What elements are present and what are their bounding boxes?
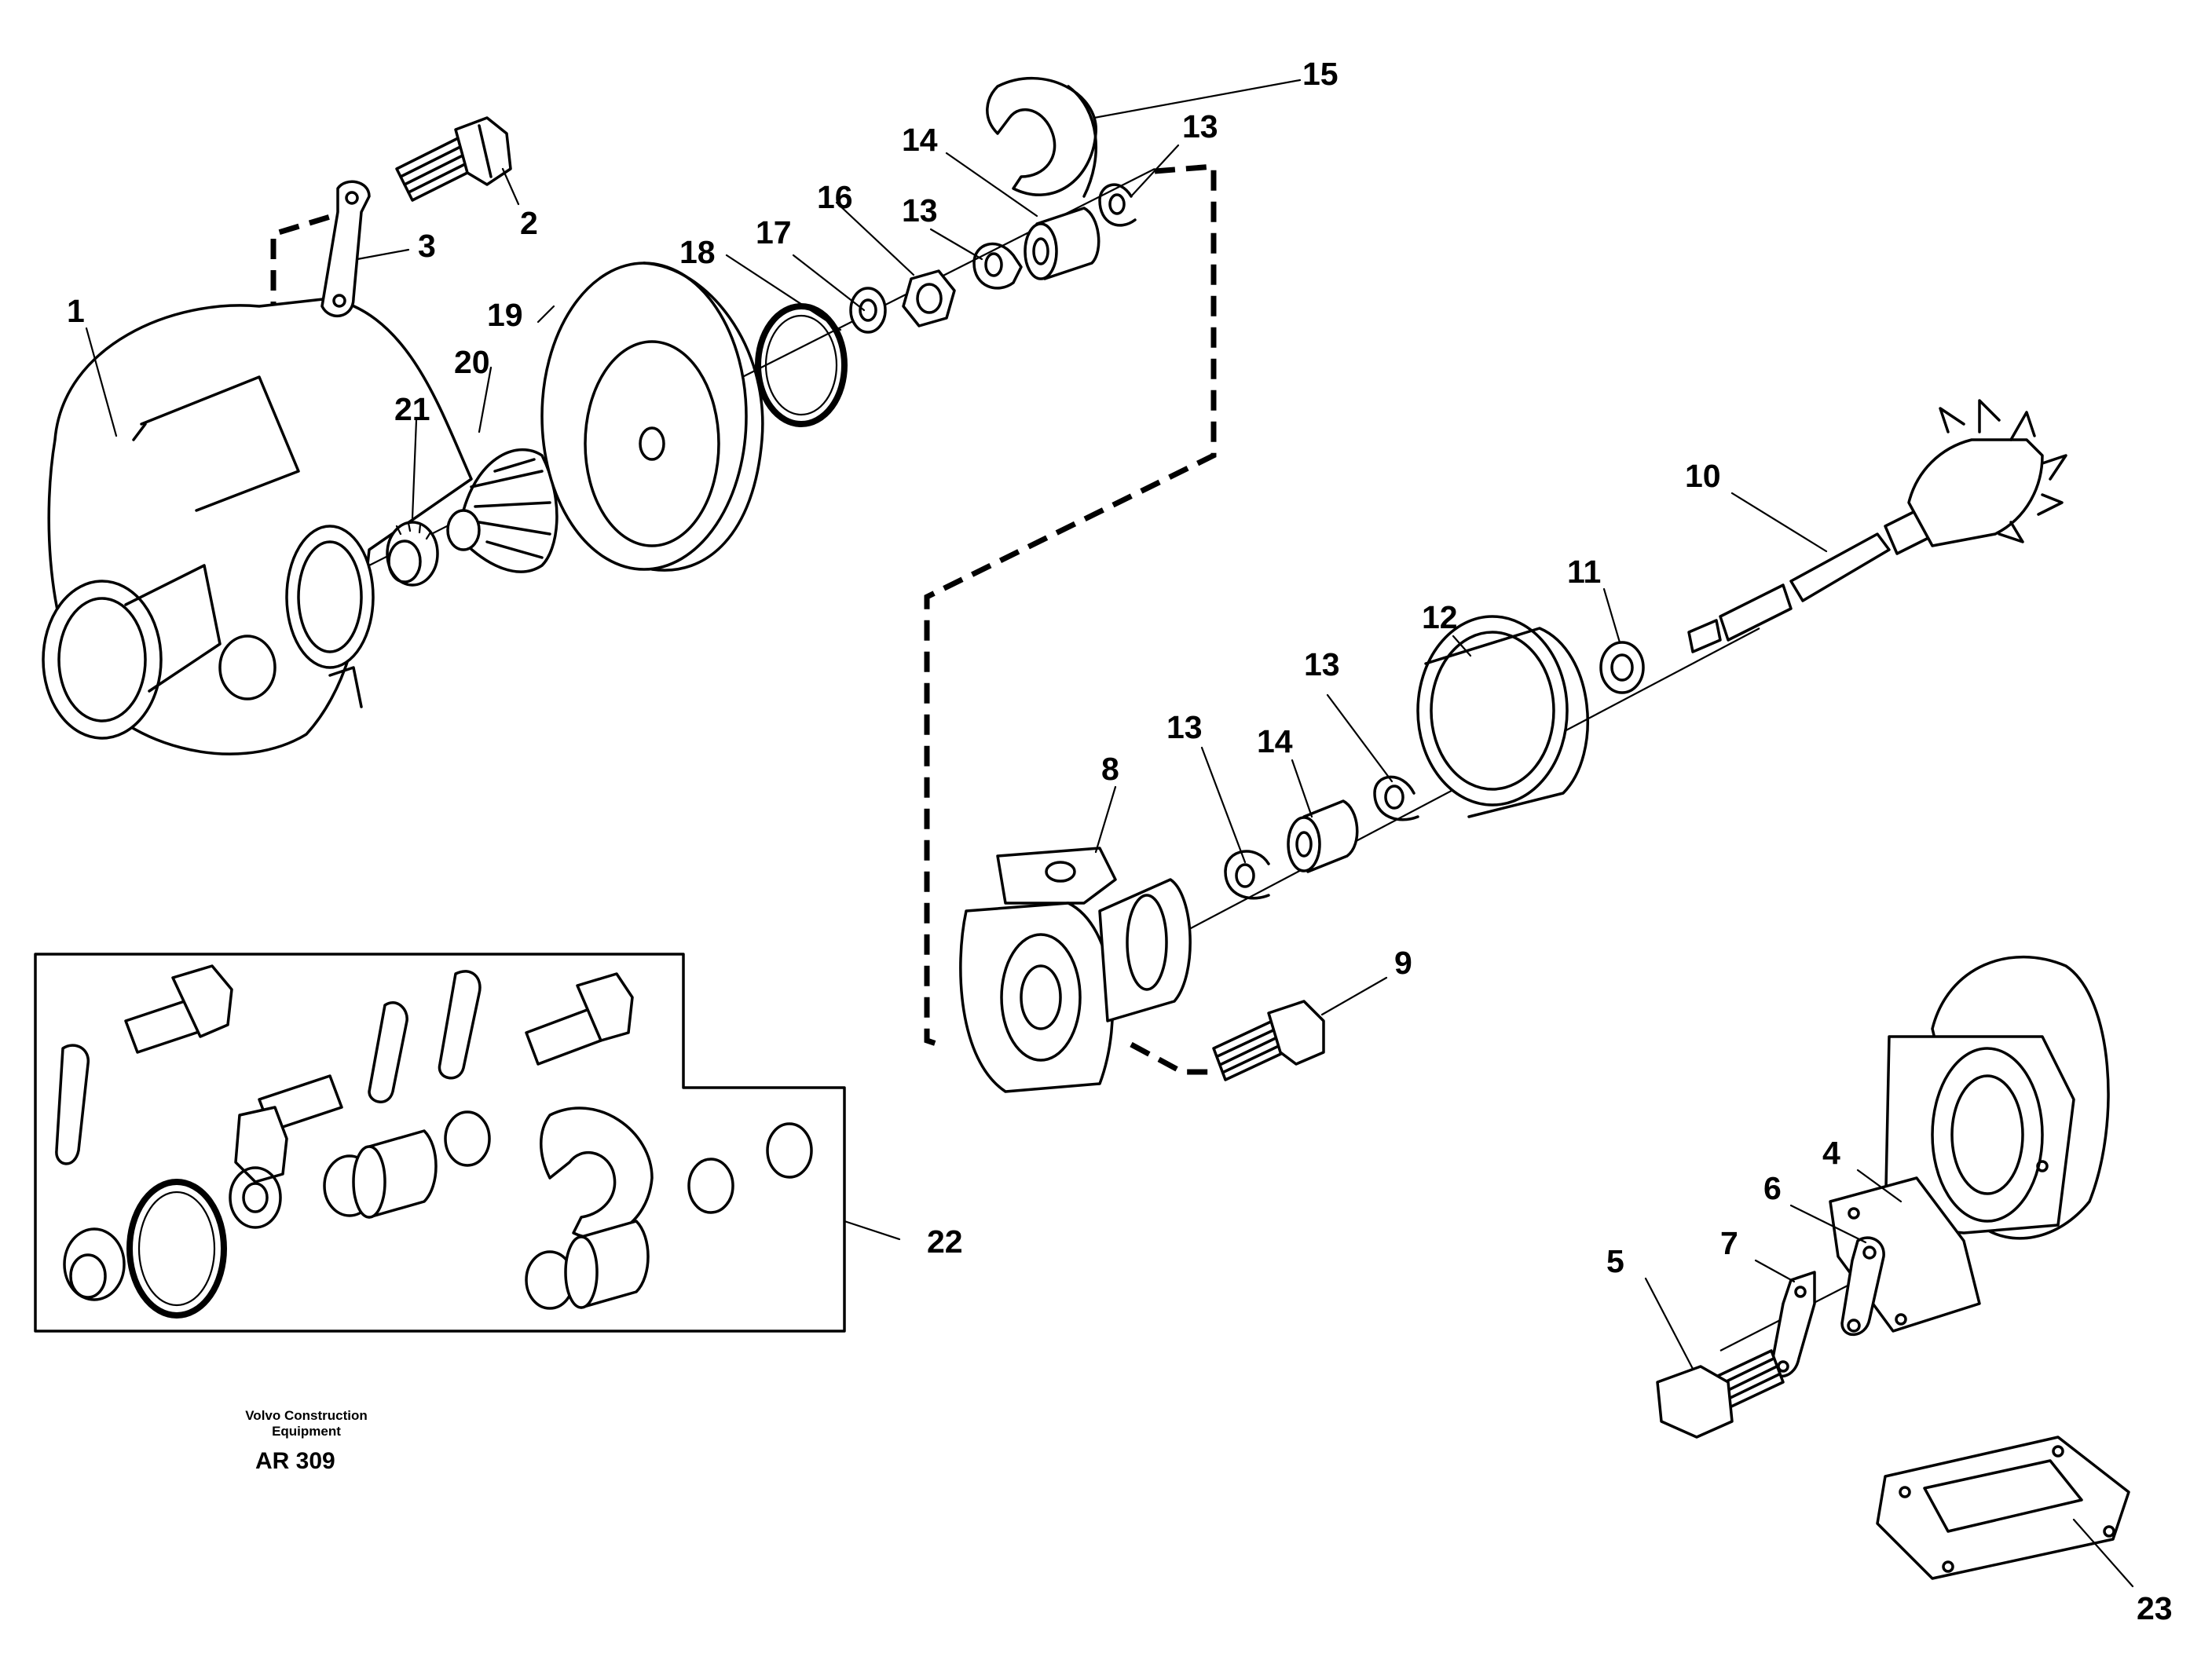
compressor-housing: [42, 297, 473, 755]
circlip-13-lower-a: [1373, 775, 1419, 821]
caption-line-2: Equipment: [272, 1424, 341, 1439]
washer-17: [849, 287, 887, 334]
label-part-8: 8: [1101, 751, 1119, 787]
label-part-9: 9: [1394, 945, 1412, 981]
label-part-13-a: 13: [902, 192, 938, 229]
label-part-6: 6: [1763, 1170, 1782, 1206]
label-part-21: 21: [394, 391, 430, 427]
label-part-14-a: 14: [902, 122, 938, 158]
label-part-5: 5: [1606, 1243, 1624, 1279]
circlip-13-lower-b: [1224, 850, 1270, 900]
dashed-path-upper-left: [270, 209, 347, 416]
label-part-12: 12: [1422, 599, 1458, 635]
caption-line-1: Volvo Construction: [245, 1408, 368, 1423]
dashed-path-center: [924, 163, 1217, 1048]
bearing-housing-8: [959, 847, 1192, 1093]
label-part-15: 15: [1302, 56, 1339, 92]
circlip-13-upper-a: [972, 242, 1023, 290]
label-part-13-d: 13: [1166, 709, 1203, 745]
label-part-3: 3: [418, 228, 436, 264]
bearing-14-lower: [1287, 799, 1359, 873]
nut-21: [386, 521, 439, 587]
lock-plate-6: [1840, 1236, 1885, 1337]
heat-shield-12: [1416, 615, 1589, 818]
label-part-7: 7: [1720, 1225, 1738, 1261]
bearing-14-upper: [1024, 207, 1101, 280]
o-ring-18: [755, 303, 848, 427]
leader-lines: [85, 79, 2134, 1588]
label-part-20: 20: [454, 344, 490, 380]
label-part-1: 1: [67, 293, 85, 329]
label-part-22: 22: [927, 1224, 963, 1260]
thrust-bearing-15: [986, 77, 1097, 198]
label-part-23: 23: [2137, 1590, 2173, 1626]
compressor-wheel-20: [446, 448, 558, 573]
label-part-13-c: 13: [1304, 646, 1340, 682]
lock-plate-7: [1770, 1271, 1816, 1378]
caption-code: AR 309: [255, 1448, 335, 1474]
label-part-10: 10: [1685, 458, 1721, 494]
turbine-housing-4: [1829, 955, 2110, 1333]
label-part-18: 18: [679, 234, 716, 270]
turbine-shaft-10: [1687, 399, 2067, 653]
circlip-11: [1599, 641, 1645, 694]
label-part-11: 11: [1567, 554, 1601, 590]
circlip-13-upper-b: [1098, 183, 1137, 227]
dashed-path-lower: [1130, 1041, 1214, 1075]
gasket-23: [1876, 1436, 2130, 1580]
thrust-collar-16: [902, 269, 956, 327]
bolt-2: [395, 116, 512, 202]
label-part-17: 17: [756, 214, 792, 251]
bolt-5: [1656, 1349, 1785, 1439]
back-plate-19: [540, 262, 764, 572]
label-part-16: 16: [817, 179, 853, 215]
label-part-19: 19: [487, 297, 523, 333]
bolt-9: [1212, 1000, 1325, 1081]
label-part-13-b: 13: [1182, 108, 1218, 144]
label-part-2: 2: [520, 205, 538, 241]
label-part-14-b: 14: [1257, 723, 1293, 759]
lock-plate-3: [320, 180, 371, 318]
label-part-4: 4: [1822, 1135, 1840, 1171]
repair-kit-22: [34, 953, 846, 1333]
